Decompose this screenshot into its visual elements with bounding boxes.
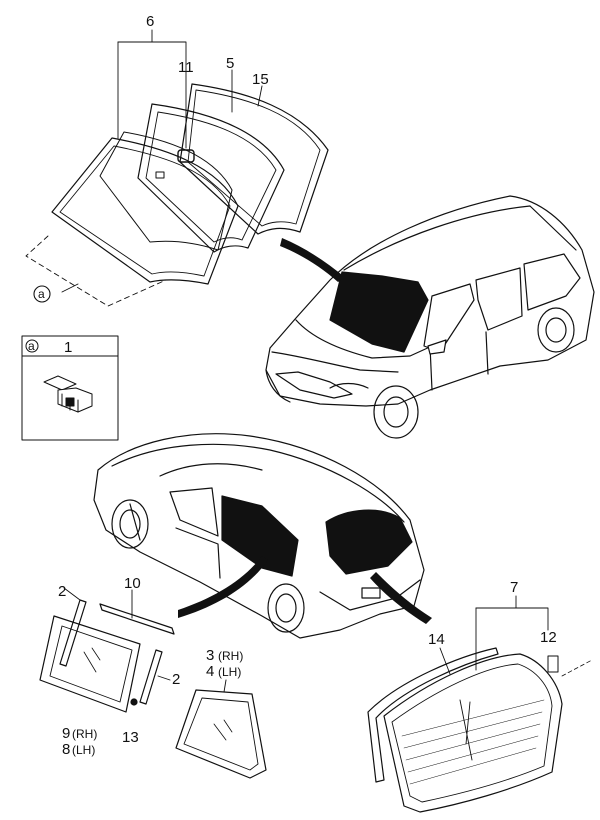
side-glass-3-4 xyxy=(175,679,267,779)
mirror-mount-11 xyxy=(177,149,195,163)
back-glass-seal-14 xyxy=(367,647,499,783)
callout-10: 10 xyxy=(124,575,141,592)
callout-3: 3 xyxy=(206,647,214,664)
callout-13: 13 xyxy=(122,729,139,746)
callout-2-lower: 2 xyxy=(172,671,180,688)
back-glass-group xyxy=(367,595,593,813)
callout-12: 12 xyxy=(540,629,557,646)
callout-3-side: (RH) xyxy=(218,649,243,663)
windshield-glass-6 xyxy=(51,137,239,285)
ref-marker-a: a xyxy=(38,287,45,301)
back-glass-installed xyxy=(325,509,413,575)
callout-9-side: (RH) xyxy=(72,727,97,741)
van-front-view xyxy=(265,195,595,439)
windshield-seal-15 xyxy=(179,83,329,235)
bracket-part-1 xyxy=(43,375,93,413)
channel-10 xyxy=(99,603,175,635)
callout-4-side: (LH) xyxy=(218,665,241,679)
quarter-glass-9-8 xyxy=(39,615,141,713)
arrow-side-glass xyxy=(178,556,268,618)
callout-8-side: (LH) xyxy=(72,743,95,757)
quarter-glass-group xyxy=(39,587,175,713)
phantom-outline xyxy=(25,235,167,307)
callout-14: 14 xyxy=(428,631,445,648)
strip-2-right xyxy=(139,649,163,705)
strip-2-left xyxy=(59,599,87,667)
detail-box-ref: a xyxy=(28,339,35,353)
callout-6: 6 xyxy=(146,13,154,30)
side-glass-installed xyxy=(221,495,299,577)
callout-8: 8 xyxy=(62,741,70,758)
callout-15: 15 xyxy=(252,71,269,88)
back-glass-7 xyxy=(383,653,563,813)
arrow-windshield xyxy=(280,238,346,282)
van-rear-view xyxy=(93,433,425,639)
windshield-moulding-5 xyxy=(137,103,285,253)
callout-7: 7 xyxy=(510,579,518,596)
callout-2-upper: 2 xyxy=(58,583,66,600)
callout-11: 11 xyxy=(178,59,194,76)
callout-5: 5 xyxy=(226,55,234,72)
callout-9: 9 xyxy=(62,725,70,742)
windshield-group xyxy=(25,29,329,307)
detail-box xyxy=(21,335,119,441)
arrow-back-glass xyxy=(370,572,432,624)
clip-13 xyxy=(130,698,138,706)
windshield-installed xyxy=(329,271,429,353)
clip-12 xyxy=(547,655,559,673)
detail-box-part: 1 xyxy=(64,339,72,356)
callout-4: 4 xyxy=(206,663,214,680)
